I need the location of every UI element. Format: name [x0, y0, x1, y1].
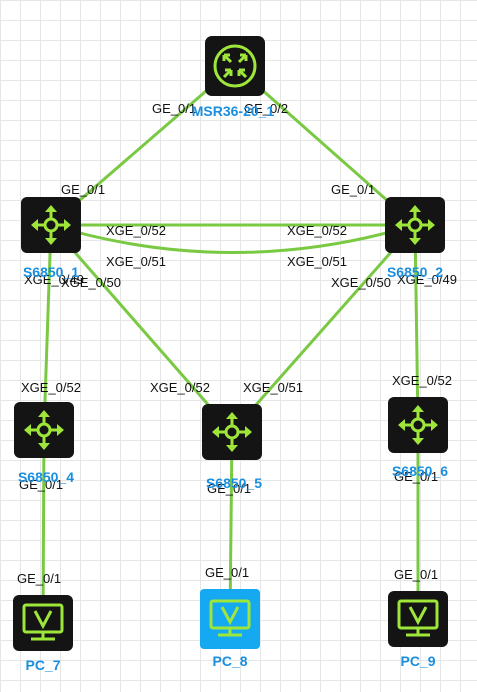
pc-9[interactable] [388, 591, 448, 647]
l3-switch-icon [398, 405, 438, 445]
device-names: MSR36-20_1 S6850_1 S6850_2 S6850_4 S6850… [18, 103, 448, 673]
device-body [202, 404, 262, 460]
port-labels: GE_0/1 GE_0/1 GE_0/2 GE_0/1 XGE_0/52 XGE… [17, 101, 457, 586]
device-label-s6850-1: S6850_1 [23, 264, 79, 280]
link-s2-s6[interactable] [413, 224, 420, 426]
port-label: GE_0/1 [205, 565, 249, 580]
device-label-s6850-2: S6850_2 [387, 264, 443, 280]
link-s5-pc8[interactable] [228, 431, 234, 620]
port-label: GE_0/2 [244, 101, 288, 116]
l3-switch-icon [395, 205, 435, 245]
port-label: GE_0/1 [331, 182, 375, 197]
link-s4-pc7[interactable] [41, 429, 46, 624]
port-label: GE_0/1 [61, 182, 105, 197]
router-icon [213, 44, 257, 88]
links [41, 64, 420, 624]
port-label: XGE_0/51 [243, 380, 303, 395]
device-body [14, 402, 74, 458]
link-msr-s2[interactable] [234, 64, 416, 227]
switch-s6850-5[interactable] [202, 404, 262, 460]
switch-s6850-2[interactable] [385, 197, 445, 253]
device-label-s6850-5: S6850_5 [206, 475, 262, 491]
port-label: XGE_0/52 [21, 380, 81, 395]
device-body [385, 197, 445, 253]
port-label: XGE_0/51 [287, 254, 347, 269]
pc-icon [397, 599, 439, 637]
l3-switch-icon [212, 412, 252, 452]
port-label: XGE_0/50 [331, 275, 391, 290]
port-label: XGE_0/51 [106, 254, 166, 269]
device-label-s6850-6: S6850_6 [392, 463, 448, 479]
port-label: XGE_0/52 [287, 223, 347, 238]
port-label: GE_0/1 [207, 481, 251, 496]
device-label-pc-7: PC_7 [25, 657, 60, 673]
pc-icon [209, 599, 251, 637]
pc-8[interactable] [200, 589, 260, 649]
switch-s6850-4[interactable] [14, 402, 74, 458]
l3-switch-icon [31, 205, 71, 245]
link-s2-s5[interactable] [230, 224, 417, 433]
pc-7[interactable] [13, 595, 73, 651]
link-msr-s1[interactable] [50, 64, 236, 227]
port-label: GE_0/1 [152, 101, 196, 116]
device-body [21, 197, 81, 253]
device-label-msr36-20-1: MSR36-20_1 [192, 103, 275, 119]
port-label: XGE_0/52 [106, 223, 166, 238]
device-label-pc-9: PC_9 [400, 653, 435, 669]
l3-switch-icon [24, 410, 64, 450]
port-label: GE_0/1 [394, 567, 438, 582]
link-s1-s4[interactable] [42, 224, 53, 431]
port-label: XGE_0/52 [392, 373, 452, 388]
router-msr36-20-1[interactable] [205, 36, 265, 96]
port-label: GE_0/1 [19, 477, 63, 492]
pc-icon [22, 603, 64, 641]
switch-s6850-1[interactable] [21, 197, 81, 253]
port-label: GE_0/1 [17, 571, 61, 586]
switch-s6850-6[interactable] [388, 397, 448, 453]
port-label: GE_0/1 [394, 469, 438, 484]
port-label: XGE_0/49 [24, 272, 84, 287]
port-label: XGE_0/50 [61, 275, 121, 290]
device-label-s6850-4: S6850_4 [18, 469, 74, 485]
port-label: XGE_0/49 [397, 272, 457, 287]
link-s1-s5[interactable] [49, 224, 234, 433]
device-body [388, 397, 448, 453]
link-s1-s2-xge51[interactable] [50, 223, 416, 254]
port-label: XGE_0/52 [150, 380, 210, 395]
device-label-pc-8: PC_8 [212, 653, 247, 669]
